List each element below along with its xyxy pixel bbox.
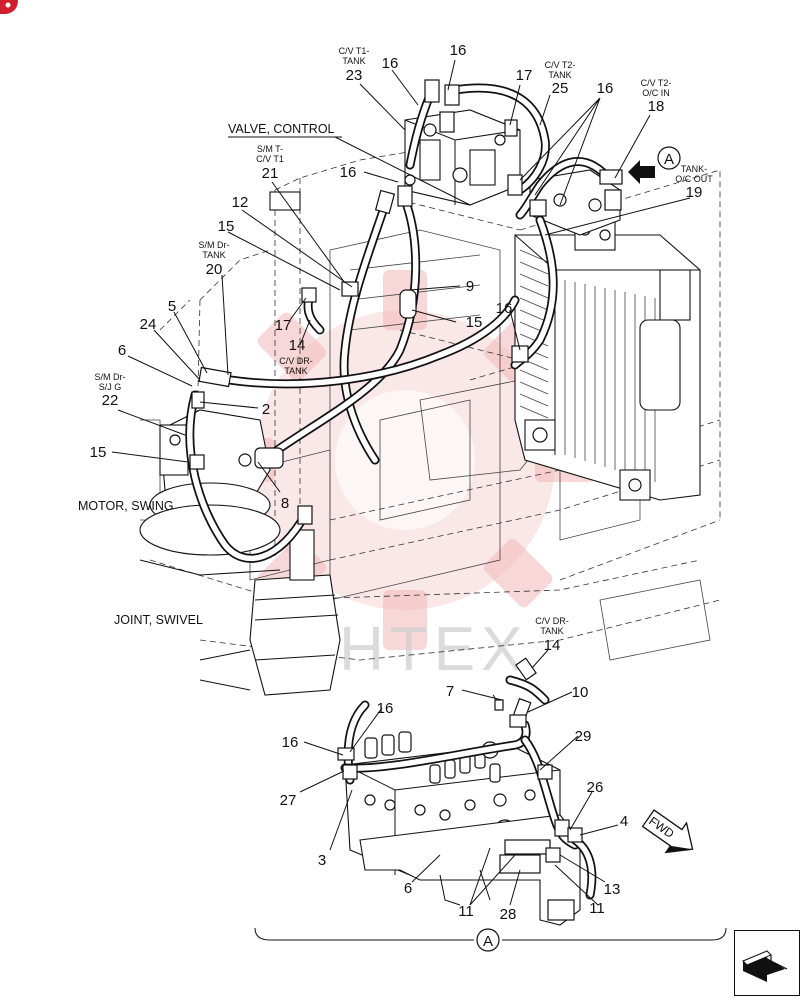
part-5: 5 <box>168 298 176 315</box>
label-motor-swing: MOTOR, SWING <box>78 499 174 513</box>
part-16: 16 <box>340 164 357 181</box>
tag-sm-dr-tank-line2: TANK <box>202 250 225 260</box>
component-labels: VALVE, CONTROL MOTOR, SWING JOINT, SWIVE… <box>78 122 342 627</box>
tag-ct2-tank-line1: C/V T2- <box>545 60 576 70</box>
part-numbers: 23 16 16 17 25 16 18 16 19 21 12 15 20 9… <box>90 42 703 923</box>
part-24: 24 <box>140 316 157 333</box>
tag-cv-dr-tank-upper-line2: TANK <box>284 366 307 376</box>
logo-icon <box>0 0 18 14</box>
next-page-button[interactable] <box>734 930 800 996</box>
upper-hoses <box>185 79 623 563</box>
fwd-indicator: FWD <box>641 809 694 854</box>
part-15: 15 <box>90 444 107 461</box>
part-14: 14 <box>289 337 306 354</box>
part-23: 23 <box>346 67 363 84</box>
part-15: 15 <box>218 218 235 235</box>
hose-4 <box>570 835 597 900</box>
hose-tags: C/V T1- TANK C/V T2- TANK C/V T2- O/C IN… <box>95 46 714 636</box>
oil-cooler <box>514 219 701 501</box>
part-17: 17 <box>275 317 292 334</box>
part-26: 26 <box>587 779 604 796</box>
part-27: 27 <box>280 792 297 809</box>
swing-motor <box>139 409 281 576</box>
part-16: 16 <box>496 300 513 317</box>
tag-sm-dr-sjg-line1: S/M Dr- <box>95 372 126 382</box>
label-valve-control: VALVE, CONTROL <box>228 122 335 136</box>
lower-hoses <box>337 657 597 900</box>
part-28: 28 <box>500 906 517 923</box>
tag-ct2-oc-in-line2: O/C IN <box>642 88 670 98</box>
tag-tank-oc-out-line1: TANK- <box>681 164 707 174</box>
tag-ct1-tank-line2: TANK <box>342 56 365 66</box>
hose-12 <box>339 200 390 465</box>
hose-21 <box>265 195 421 460</box>
view-a-arrow-icon <box>628 160 655 184</box>
part-10: 10 <box>572 684 589 701</box>
tag-ct2-tank-line2: TANK <box>548 70 571 80</box>
hose-14-lower <box>505 675 550 705</box>
detail-brace: A A <box>254 146 727 952</box>
detail-view-a-marker: A <box>483 933 493 950</box>
tag-sm-dr-tank-line1: S/M Dr- <box>199 240 230 250</box>
part-22: 22 <box>102 392 119 409</box>
part-2: 2 <box>262 401 270 418</box>
part-18: 18 <box>648 98 665 115</box>
tag-cv-dr-tank-upper-line1: C/V DR- <box>279 356 313 366</box>
part-8: 8 <box>281 495 289 512</box>
part-16: 16 <box>450 42 467 59</box>
part-16: 16 <box>282 734 299 751</box>
tag-cv-dr-tank-lower-line2: TANK <box>540 626 563 636</box>
tag-sm-t-ct1-line2: C/V T1 <box>256 154 284 164</box>
part-13: 13 <box>604 881 621 898</box>
view-a-arrow-marker: A <box>664 151 674 168</box>
label-joint-swivel: JOINT, SWIVEL <box>114 613 203 627</box>
part-4: 4 <box>620 813 628 830</box>
leader-lines <box>111 59 691 906</box>
part-7: 7 <box>446 683 454 700</box>
part-3: 3 <box>318 852 326 869</box>
part-9: 9 <box>466 278 474 295</box>
part-16: 16 <box>382 55 399 72</box>
part-25: 25 <box>552 80 569 97</box>
part-16: 16 <box>597 80 614 97</box>
part-14: 14 <box>544 637 561 654</box>
hose-25 <box>450 83 550 195</box>
tag-tank-oc-out-line2: O/C OUT <box>675 174 713 184</box>
part-15: 15 <box>466 314 483 331</box>
part-19: 19 <box>686 184 703 201</box>
part-29: 29 <box>575 728 592 745</box>
part-11: 11 <box>589 900 605 917</box>
part-17: 17 <box>516 67 533 84</box>
tag-sm-dr-sjg-line2: S/J G <box>99 382 122 392</box>
part-12: 12 <box>232 194 249 211</box>
next-page-arrow-icon <box>742 950 788 982</box>
part-20: 20 <box>206 261 223 278</box>
tag-sm-t-ct1-line1: S/M T- <box>257 144 283 154</box>
part-16: 16 <box>377 700 394 717</box>
hose-18 <box>515 157 615 220</box>
hose-22 <box>185 390 310 563</box>
swivel-joint <box>199 529 341 696</box>
part-11: 11 <box>458 903 474 920</box>
control-valve-lower <box>344 731 581 926</box>
tag-cv-dr-tank-lower-line1: C/V DR- <box>535 616 569 626</box>
hose-20 <box>225 295 520 389</box>
part-6: 6 <box>118 342 126 359</box>
part-21: 21 <box>262 165 279 182</box>
tag-ct1-tank-line1: C/V T1- <box>339 46 370 56</box>
part-6: 6 <box>404 880 412 897</box>
tag-ct2-oc-in-line1: C/V T2- <box>641 78 672 88</box>
